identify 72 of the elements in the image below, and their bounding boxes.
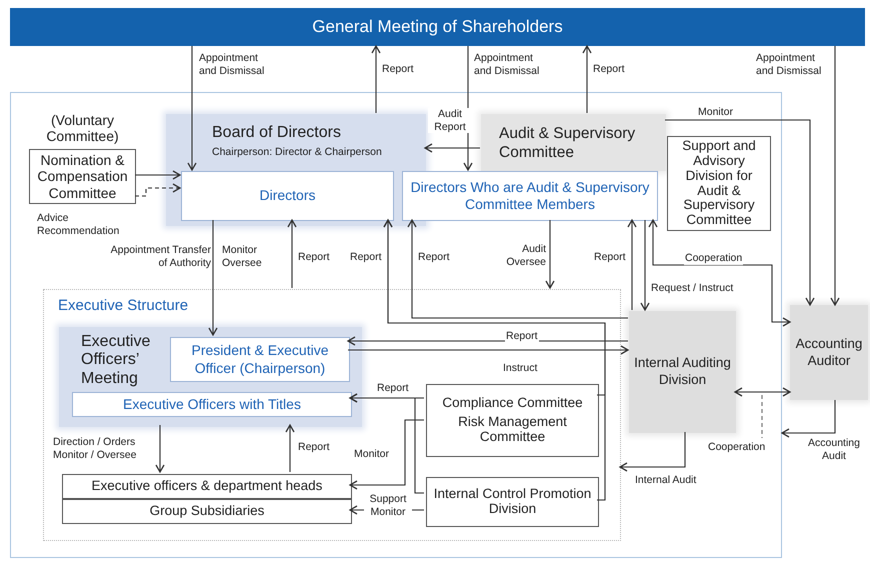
arrow [208, 220, 218, 336]
node-subtitle: Risk Management Committee [457, 415, 568, 445]
arrow [155, 425, 165, 473]
division-panel [629, 311, 736, 433]
division-panel [790, 305, 868, 400]
edge-label: Report [505, 330, 539, 343]
member-box [402, 171, 658, 221]
arrow [348, 345, 629, 355]
arrow [648, 219, 791, 327]
arrow [383, 219, 606, 501]
arrow [781, 400, 836, 438]
unit-box [426, 477, 599, 527]
node-title: Support and Advisory Division for Audit & Supervisory Committee [681, 138, 757, 228]
member-box [181, 171, 394, 221]
arrow [665, 119, 815, 306]
arrow [582, 45, 592, 113]
node-title: Executive Officers with Titles [122, 396, 302, 414]
unit-box [62, 474, 352, 499]
edge-label: Report [297, 441, 331, 454]
node-text: Nomination & Compensation Committee [36, 152, 129, 201]
node-title: General Meeting of Shareholders [312, 17, 563, 37]
meeting-panel [59, 327, 362, 427]
arrow [627, 219, 637, 310]
structure-frame [43, 289, 621, 541]
node-title: Executive Structure [58, 297, 190, 314]
arrow [187, 46, 197, 171]
edge-label: Report [349, 251, 383, 264]
arrow [619, 432, 686, 472]
arrow [545, 220, 555, 289]
node-title: Executive Officers’ Meeting [81, 333, 152, 388]
arrow [830, 46, 840, 306]
unit-box [426, 384, 599, 457]
node-title: President & Executive Officer (Chairperson) [190, 342, 330, 377]
unit-box [667, 136, 771, 231]
arrow [287, 219, 297, 288]
arrow [407, 219, 628, 319]
node-subtitle: Chairperson: Director & Chairperson [212, 146, 383, 158]
arrow [135, 183, 181, 197]
node-title: Audit & Supervisory Committee [499, 124, 636, 163]
member-box [170, 337, 350, 382]
header-band [10, 8, 865, 46]
edge-label: Request / Instruct [650, 282, 734, 295]
node-title: Internal Control Promotion Division [432, 487, 592, 517]
node-title: Accounting Auditor [794, 336, 864, 370]
unit-box [62, 499, 352, 524]
arrow [285, 424, 295, 472]
edge-label: Support Monitor [364, 493, 412, 518]
edge-label: Report [592, 63, 626, 76]
arrow [640, 220, 650, 311]
member-box [72, 392, 352, 417]
edge-label: Report [417, 251, 451, 264]
arrow [371, 45, 381, 113]
node-title: Group Subsidiaries [148, 504, 266, 519]
edge-label: Cooperation [684, 252, 744, 265]
committee-panel [481, 114, 666, 171]
arrow [349, 419, 424, 490]
node-title: Executive officers & department heads [90, 479, 324, 494]
node-title: Directors [258, 187, 316, 205]
arrow [424, 143, 480, 153]
node-title: Internal Auditing Division [633, 355, 732, 389]
edge-label: Report [297, 251, 331, 264]
arrow [349, 393, 424, 494]
arrow [135, 170, 181, 180]
edge-label: Report [381, 63, 415, 76]
edge-label: Report [593, 251, 627, 264]
node-title: Compliance Committee [441, 396, 584, 412]
edge-label: Report [376, 382, 410, 395]
edge-label: Cooperation [707, 441, 766, 454]
node-title: Board of Directors [212, 124, 342, 142]
committee-heading: (Voluntary Committee) [45, 112, 120, 144]
arrow [734, 387, 791, 397]
node-title: Directors Who are Audit & Supervisory Committee Members [410, 178, 650, 214]
